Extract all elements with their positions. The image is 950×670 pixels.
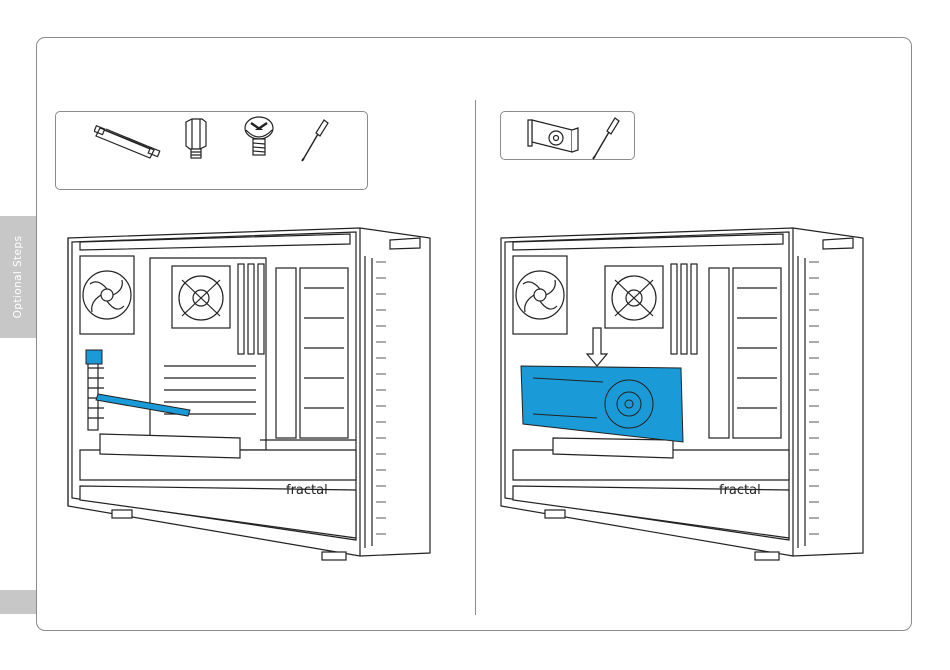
case-brand-logo: fractal bbox=[719, 483, 761, 498]
section-tab: Optional Steps bbox=[0, 216, 36, 338]
panel-divider bbox=[475, 100, 476, 615]
pc-case-illustration-right: fractal bbox=[493, 218, 878, 563]
required-parts-box-left bbox=[55, 111, 368, 190]
pc-case-illustration-left: fractal bbox=[60, 218, 445, 563]
screwdriver-icon bbox=[300, 118, 330, 162]
gpu-riser-cable-icon bbox=[94, 118, 164, 162]
section-tab-label: Optional Steps bbox=[12, 236, 24, 319]
page-tab-marker bbox=[0, 590, 36, 614]
graphics-card-icon bbox=[526, 116, 582, 156]
required-parts-box-right bbox=[500, 111, 635, 160]
standoff-icon bbox=[180, 116, 210, 162]
case-brand-logo: fractal bbox=[286, 483, 328, 498]
screw-icon bbox=[242, 114, 276, 162]
screwdriver-icon bbox=[591, 116, 621, 160]
